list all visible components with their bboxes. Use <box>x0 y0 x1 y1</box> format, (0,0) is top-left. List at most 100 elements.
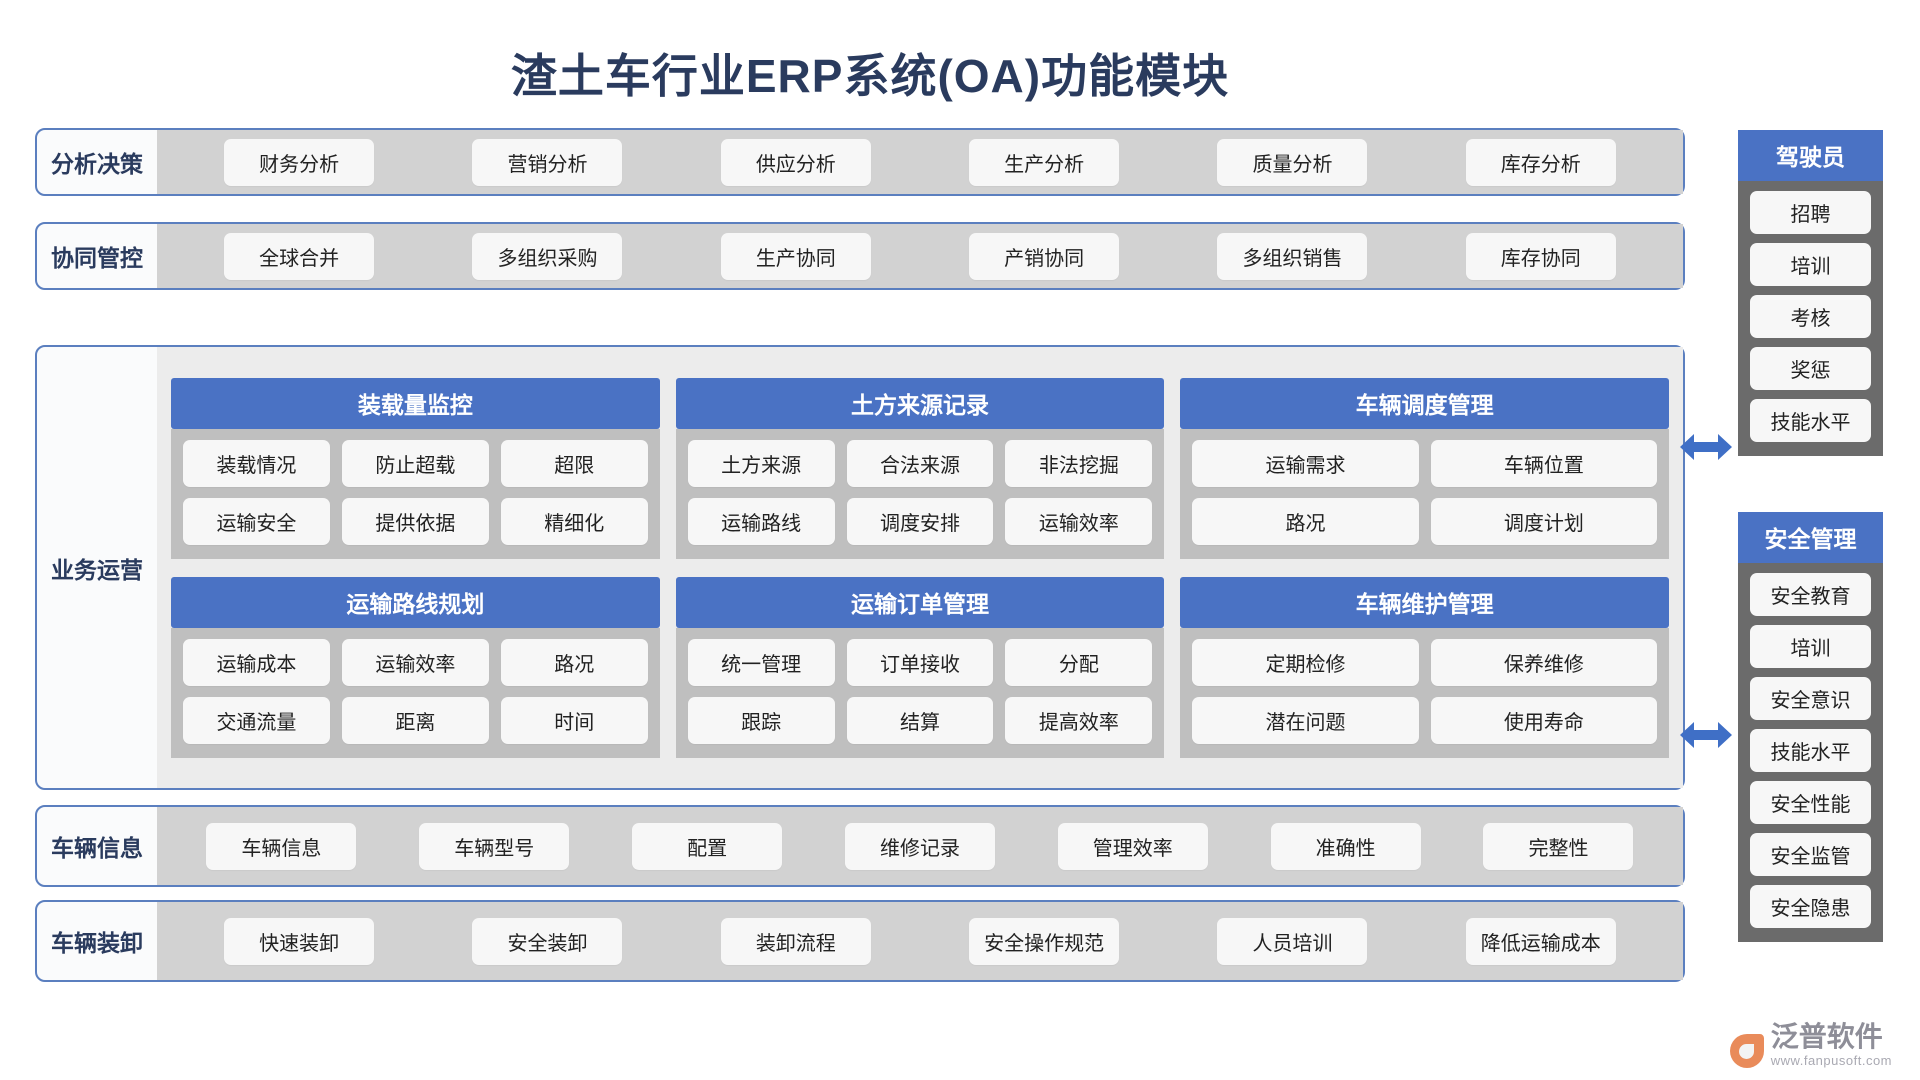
chip-item[interactable]: 安全操作规范 <box>969 917 1120 965</box>
chip-item[interactable]: 合法来源 <box>846 439 994 487</box>
chip-item[interactable]: 降低运输成本 <box>1465 917 1616 965</box>
chip-item[interactable]: 运输效率 <box>1005 497 1153 545</box>
chip-item[interactable]: 营销分析 <box>472 138 623 186</box>
double-arrow-icon <box>1680 430 1732 464</box>
chip-item[interactable]: 使用寿命 <box>1430 696 1658 744</box>
chip-item[interactable]: 完整性 <box>1483 822 1634 870</box>
chip-item[interactable]: 精细化 <box>500 497 648 545</box>
chip-item[interactable]: 提高效率 <box>1005 696 1153 744</box>
chip-item[interactable]: 产销协同 <box>969 232 1120 280</box>
module-title: 运输订单管理 <box>675 576 1165 628</box>
chip-item[interactable]: 生产协同 <box>720 232 871 280</box>
module-line: 统一管理 订单接收 分配 <box>687 638 1153 686</box>
chip-item[interactable]: 车辆型号 <box>419 822 570 870</box>
chip-item[interactable]: 距离 <box>341 696 489 744</box>
chip-item[interactable]: 超限 <box>500 439 648 487</box>
band-vehicle-info-body: 车辆信息 车辆型号 配置 维修记录 管理效率 准确性 完整性 <box>157 807 1683 885</box>
chip-item[interactable]: 质量分析 <box>1217 138 1368 186</box>
chip-item[interactable]: 路况 <box>1192 497 1419 545</box>
band-analysis-items: 财务分析 营销分析 供应分析 生产分析 质量分析 库存分析 <box>175 138 1665 186</box>
chip-item[interactable]: 交通流量 <box>183 696 330 744</box>
chip-item[interactable]: 全球合并 <box>224 232 375 280</box>
chip-item[interactable]: 时间 <box>500 696 648 744</box>
chip-item[interactable]: 装卸流程 <box>720 917 871 965</box>
chip-item[interactable]: 财务分析 <box>224 138 375 186</box>
chip-item[interactable]: 多组织销售 <box>1217 232 1368 280</box>
module-body: 定期检修 保养维修 潜在问题 使用寿命 <box>1180 627 1670 758</box>
chip-item[interactable]: 运输安全 <box>183 497 330 545</box>
chip-item[interactable]: 运输效率 <box>341 638 489 686</box>
module-line: 装载情况 防止超载 超限 <box>183 439 648 487</box>
chip-item[interactable]: 定期检修 <box>1192 638 1419 686</box>
chip-item[interactable]: 技能水平 <box>1750 399 1871 442</box>
chip-item[interactable]: 准确性 <box>1270 822 1421 870</box>
chip-item[interactable]: 运输需求 <box>1192 439 1419 487</box>
band-vehicle-loading-items: 快速装卸 安全装卸 装卸流程 安全操作规范 人员培训 降低运输成本 <box>175 917 1665 965</box>
chip-item[interactable]: 招聘 <box>1750 191 1871 234</box>
chip-item[interactable]: 安全监管 <box>1750 833 1871 876</box>
module-title: 装载量监控 <box>171 377 660 429</box>
chip-item[interactable]: 快速装卸 <box>224 917 375 965</box>
chip-item[interactable]: 维修记录 <box>844 822 995 870</box>
module-body: 运输成本 运输效率 路况 交通流量 距离 时间 <box>171 627 660 758</box>
chip-item[interactable]: 结算 <box>846 696 994 744</box>
band-analysis-body: 财务分析 营销分析 供应分析 生产分析 质量分析 库存分析 <box>157 130 1683 194</box>
chip-item[interactable]: 安全隐患 <box>1750 885 1871 928</box>
chip-item[interactable]: 非法挖掘 <box>1005 439 1153 487</box>
module-route-planning: 运输路线规划 运输成本 运输效率 路况 交通流量 距离 时间 <box>171 576 660 758</box>
chip-item[interactable]: 配置 <box>632 822 783 870</box>
band-collaboration-label: 协同管控 <box>51 245 143 271</box>
chip-item[interactable]: 安全装卸 <box>472 917 623 965</box>
chip-item[interactable]: 生产分析 <box>969 138 1120 186</box>
band-collaboration-items: 全球合并 多组织采购 生产协同 产销协同 多组织销售 库存协同 <box>175 232 1665 280</box>
chip-item[interactable]: 提供依据 <box>341 497 489 545</box>
chip-item[interactable]: 考核 <box>1750 295 1871 338</box>
band-collaboration: 协同管控 全球合并 多组织采购 生产协同 产销协同 多组织销售 库存协同 <box>35 222 1685 290</box>
chip-item[interactable]: 车辆信息 <box>206 822 357 870</box>
operations-row: 装载量监控 装载情况 防止超载 超限 运输安全 提供依据 精细化 <box>171 377 1670 559</box>
chip-item[interactable]: 保养维修 <box>1430 638 1658 686</box>
band-vehicle-info-label: 车辆信息 <box>51 835 143 861</box>
chip-item[interactable]: 车辆位置 <box>1430 439 1658 487</box>
chip-item[interactable]: 潜在问题 <box>1192 696 1419 744</box>
chip-item[interactable]: 供应分析 <box>720 138 871 186</box>
module-line: 运输成本 运输效率 路况 <box>183 638 648 686</box>
chip-item[interactable]: 库存分析 <box>1465 138 1616 186</box>
chip-item[interactable]: 奖惩 <box>1750 347 1871 390</box>
chip-item[interactable]: 技能水平 <box>1750 729 1871 772</box>
band-vehicle-loading-body: 快速装卸 安全装卸 装卸流程 安全操作规范 人员培训 降低运输成本 <box>157 902 1683 980</box>
chip-item[interactable]: 管理效率 <box>1057 822 1208 870</box>
module-line: 运输安全 提供依据 精细化 <box>183 497 648 545</box>
chip-item[interactable]: 培训 <box>1750 243 1871 286</box>
chip-item[interactable]: 安全教育 <box>1750 573 1871 616</box>
chip-item[interactable]: 运输成本 <box>183 638 330 686</box>
module-line: 潜在问题 使用寿命 <box>1192 696 1658 744</box>
chip-item[interactable]: 调度安排 <box>846 497 994 545</box>
operations-row: 运输路线规划 运输成本 运输效率 路况 交通流量 距离 时间 <box>171 576 1670 758</box>
chip-item[interactable]: 库存协同 <box>1465 232 1616 280</box>
chip-item[interactable]: 分配 <box>1005 638 1153 686</box>
company-logo: 泛普软件 www.fanpusoft.com <box>1729 1023 1892 1068</box>
chip-item[interactable]: 调度计划 <box>1430 497 1658 545</box>
chip-item[interactable]: 人员培训 <box>1217 917 1368 965</box>
chip-item[interactable]: 土方来源 <box>687 439 835 487</box>
chip-item[interactable]: 多组织采购 <box>472 232 623 280</box>
panel-safety-items: 安全教育 培训 安全意识 技能水平 安全性能 安全监管 安全隐患 <box>1738 563 1883 942</box>
band-vehicle-info-items: 车辆信息 车辆型号 配置 维修记录 管理效率 准确性 完整性 <box>175 822 1665 870</box>
chip-item[interactable]: 跟踪 <box>687 696 835 744</box>
chip-item[interactable]: 防止超载 <box>341 439 489 487</box>
chip-item[interactable]: 路况 <box>500 638 648 686</box>
chip-item[interactable]: 运输路线 <box>687 497 835 545</box>
module-line: 运输需求 车辆位置 <box>1192 439 1658 487</box>
chip-item[interactable]: 统一管理 <box>687 638 835 686</box>
chip-item[interactable]: 安全意识 <box>1750 677 1871 720</box>
band-vehicle-info: 车辆信息 车辆信息 车辆型号 配置 维修记录 管理效率 准确性 完整性 <box>35 805 1685 887</box>
chip-item[interactable]: 安全性能 <box>1750 781 1871 824</box>
module-body: 统一管理 订单接收 分配 跟踪 结算 提高效率 <box>675 627 1165 758</box>
chip-item[interactable]: 装载情况 <box>183 439 330 487</box>
chip-item[interactable]: 订单接收 <box>846 638 994 686</box>
module-line: 跟踪 结算 提高效率 <box>687 696 1153 744</box>
chip-item[interactable]: 培训 <box>1750 625 1871 668</box>
panel-driver: 驾驶员 招聘 培训 考核 奖惩 技能水平 <box>1738 130 1883 456</box>
module-title: 土方来源记录 <box>675 377 1165 429</box>
